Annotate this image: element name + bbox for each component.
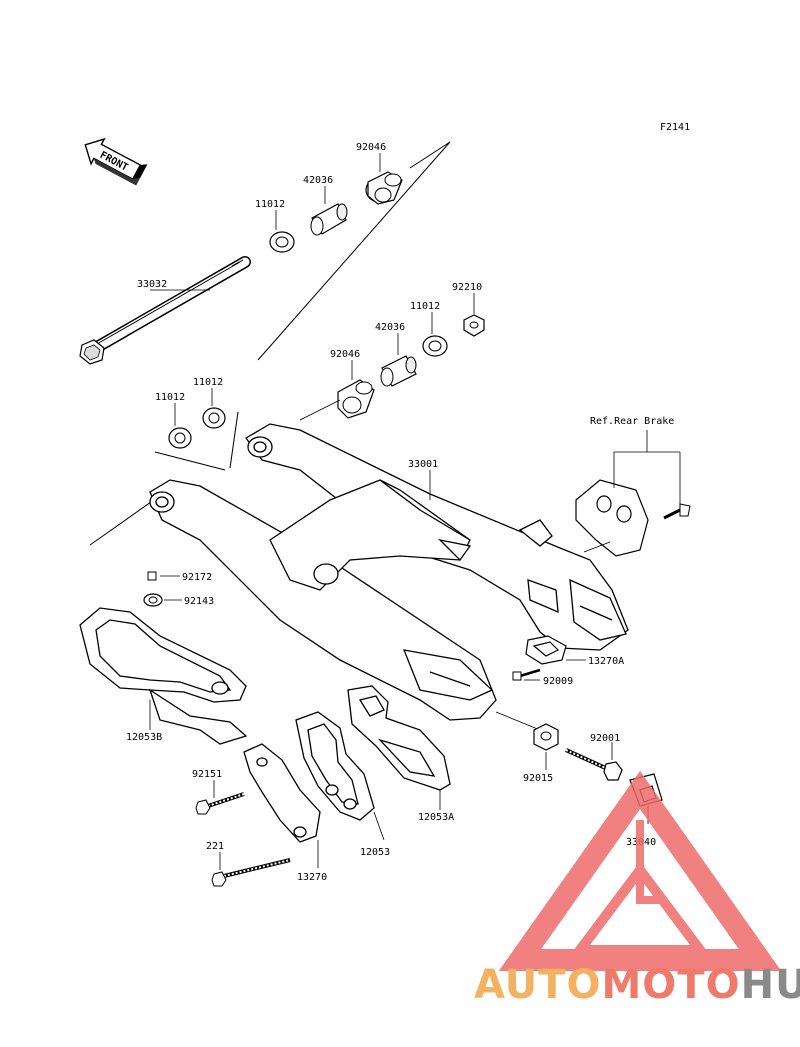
label-92210: 92210 — [452, 282, 482, 293]
swingarm-33001 — [149, 423, 629, 721]
bushing-42036-mid — [380, 355, 417, 387]
bushing-92046-top — [365, 171, 403, 205]
label-33032: 33032 — [137, 279, 167, 290]
bolt-brake — [663, 503, 691, 520]
bolt-92172 — [147, 571, 157, 581]
label-92151: 92151 — [192, 769, 222, 780]
label-12053A: 12053A — [418, 812, 454, 823]
screw-221 — [211, 858, 291, 887]
label-92046-top: 92046 — [356, 142, 386, 153]
chain-slider-12053B — [79, 607, 248, 745]
washer-92143 — [143, 593, 163, 607]
bolt-92001 — [565, 748, 623, 781]
nut-92015 — [533, 723, 559, 751]
collar-11012-top — [269, 231, 295, 253]
label-13270: 13270 — [297, 872, 327, 883]
label-92143: 92143 — [184, 596, 214, 607]
bolt-92151 — [195, 792, 245, 815]
bushing-42036-top — [310, 203, 348, 236]
bushing-92046-mid — [337, 379, 375, 419]
label-11012-left: 11012 — [193, 377, 223, 388]
collar-11012-left — [202, 407, 226, 429]
label-92009: 92009 — [543, 676, 573, 687]
collar-11012-left2 — [168, 427, 192, 449]
label-92046-mid: 92046 — [330, 349, 360, 360]
label-92172: 92172 — [182, 572, 212, 583]
label-42036-mid: 42036 — [375, 322, 405, 333]
brake-bracket — [575, 479, 649, 557]
nut-92210 — [463, 314, 485, 337]
plate-13270A — [525, 635, 567, 665]
watermark-logo — [498, 770, 782, 971]
figure-code: F2141 — [660, 122, 690, 133]
plate-13270 — [243, 743, 321, 843]
label-42036-top: 42036 — [303, 175, 333, 186]
pivot-shaft — [79, 256, 251, 365]
label-13270A: 13270A — [588, 656, 624, 667]
label-12053: 12053 — [360, 847, 390, 858]
label-221: 221 — [206, 841, 224, 852]
ref-note: Ref.Rear Brake — [590, 416, 674, 427]
label-11012-left2: 11012 — [155, 392, 185, 403]
front-arrow-icon: FRONT — [84, 137, 148, 186]
collar-11012-mid — [422, 335, 448, 357]
label-11012-mid: 11012 — [410, 301, 440, 312]
watermark-text: AUTOMOTOHUB — [474, 962, 800, 1008]
screw-92009 — [512, 668, 541, 681]
label-11012-top: 11012 — [255, 199, 285, 210]
label-33001: 33001 — [408, 459, 438, 470]
label-12053B: 12053B — [126, 732, 162, 743]
label-92015: 92015 — [523, 773, 553, 784]
label-92001: 92001 — [590, 733, 620, 744]
chain-guide-12053 — [295, 711, 375, 821]
chain-guide-12053A — [347, 685, 451, 791]
